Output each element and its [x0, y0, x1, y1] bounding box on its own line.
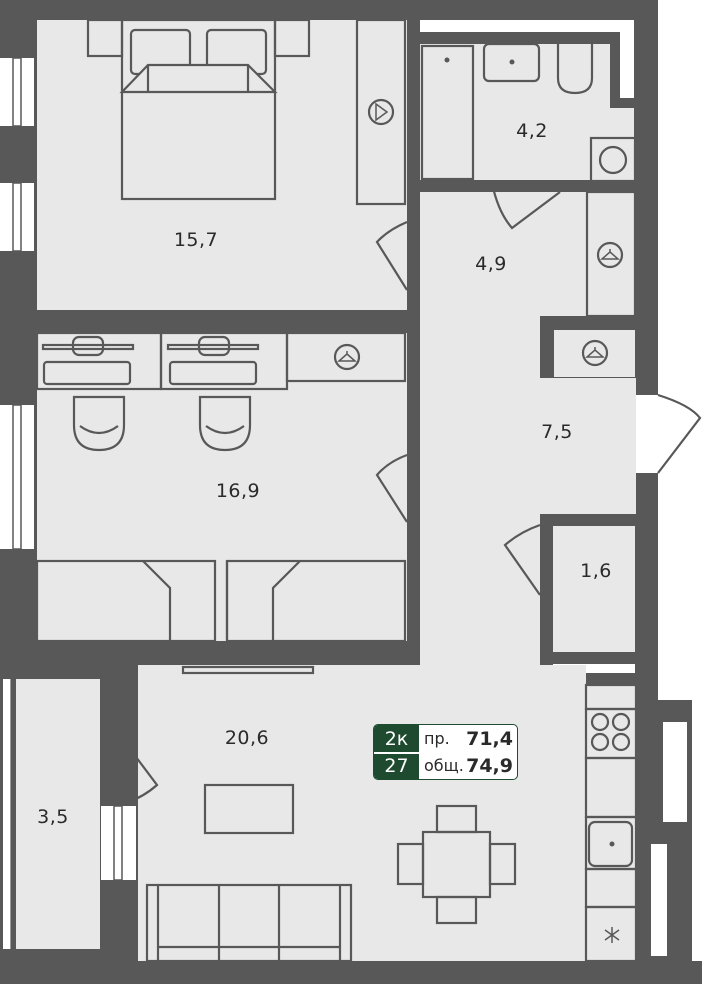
- living-area-value: 71,4: [466, 728, 513, 750]
- bedroom-door[interactable]: [375, 220, 408, 291]
- room-area-living-kitchen: 20,6: [224, 727, 270, 749]
- apartment-info-badge: 2к 27 пр. 71,4 общ. 74,9: [373, 724, 518, 780]
- desk-with-computer: [41, 335, 260, 386]
- room-area-balcony: 3,5: [37, 806, 69, 828]
- tv: [181, 665, 315, 675]
- room-bathroom: [420, 43, 634, 180]
- room-living-kitchen: [138, 665, 586, 961]
- room-balcony: [16, 679, 100, 949]
- bathtub: [420, 44, 475, 181]
- wardrobe-hanger-icon: [333, 343, 361, 371]
- wardrobe-hanger-icon: [596, 241, 624, 269]
- window: [0, 58, 34, 126]
- wardrobe: [355, 18, 407, 206]
- room-area-corridor: 4,9: [475, 253, 507, 275]
- bathroom-door[interactable]: [490, 182, 561, 230]
- wardrobe-hanger-icon: [581, 339, 609, 367]
- toilet-door[interactable]: [503, 523, 541, 596]
- room-area-hall: 7,5: [541, 421, 573, 443]
- window: [0, 183, 34, 251]
- living-area-label: пр.: [424, 729, 450, 748]
- chair: [72, 395, 126, 452]
- room-bedroom: [37, 20, 407, 310]
- room-area-toilet: 1,6: [580, 560, 612, 582]
- toilet-bowl: [556, 44, 594, 95]
- room-corridor: [420, 192, 634, 320]
- total-area-label: общ.: [424, 756, 464, 775]
- room-count: 2к: [384, 728, 409, 750]
- wardrobe-hanger-icon: [367, 98, 395, 126]
- balcony-door[interactable]: [117, 732, 159, 807]
- room-hall: [420, 320, 540, 660]
- kids-room-door[interactable]: [375, 453, 408, 523]
- total-area-value: 74,9: [466, 755, 513, 777]
- window: [0, 405, 34, 549]
- room-toilet: [553, 526, 635, 652]
- room-area-bedroom: 15,7: [173, 229, 219, 251]
- washbasin: [482, 42, 541, 83]
- balcony-door-window: [101, 806, 136, 880]
- washing-machine-icon: [598, 145, 628, 175]
- room-area-bathroom: 4,2: [516, 120, 548, 142]
- entrance-door[interactable]: [636, 395, 658, 473]
- sink-icon: [587, 820, 634, 868]
- chair: [198, 395, 252, 452]
- coffee-table: [203, 783, 295, 835]
- room-area-kids-room: 16,9: [215, 480, 261, 502]
- apartment-number: 27: [384, 755, 409, 777]
- double-bed: [120, 18, 277, 201]
